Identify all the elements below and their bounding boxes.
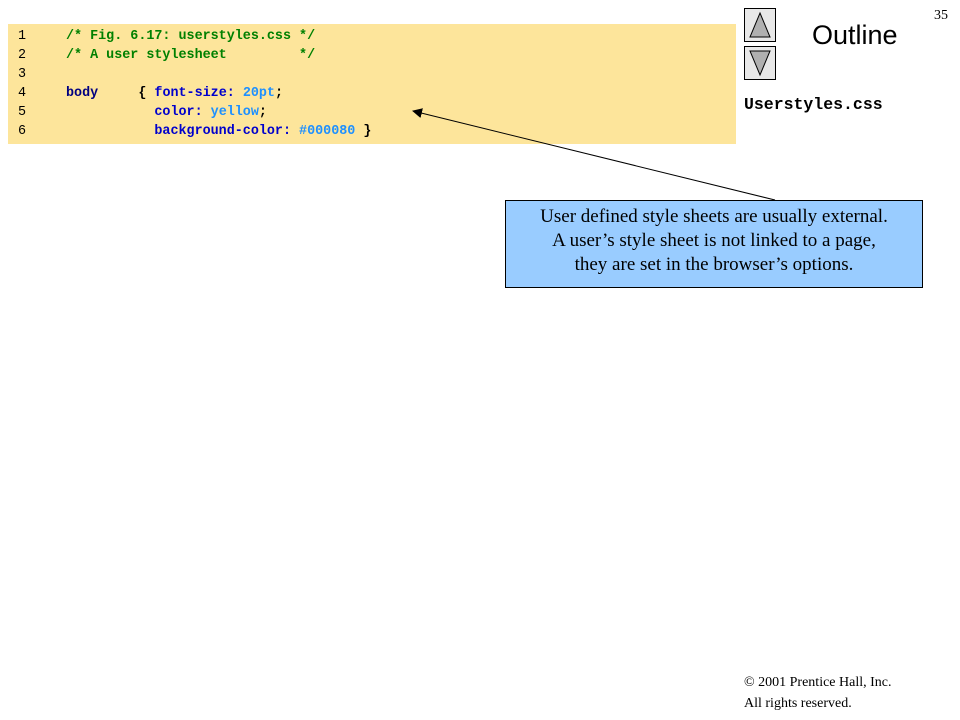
code-token: /* Fig. 6.17: userstyles.css */ — [66, 29, 316, 44]
line-number: 6 — [18, 124, 27, 139]
line-number: 5 — [18, 105, 27, 120]
slide-number: 35 — [934, 8, 948, 23]
code-token: #000080 — [299, 124, 356, 139]
code-token: ; — [258, 105, 267, 120]
code-token: body — [66, 86, 139, 101]
rights-text: All rights reserved. — [744, 696, 852, 711]
previous-slide-button[interactable] — [744, 8, 776, 42]
code-token: background-color: — [66, 124, 300, 139]
callout-line: A user’s style sheet is not linked to a … — [552, 230, 876, 251]
code-listing: 1 /* Fig. 6.17: userstyles.css */ 2 /* A us… — [8, 24, 736, 144]
code-text: color: yellow; — [66, 103, 267, 122]
line-number: 1 — [18, 29, 27, 44]
code-token: /* A user stylesheet */ — [66, 48, 316, 63]
next-slide-button[interactable] — [744, 46, 776, 80]
code-token: color: — [66, 105, 211, 120]
line-number: 4 — [18, 86, 27, 101]
line-number: 2 — [18, 48, 27, 63]
code-token: 20pt — [242, 86, 275, 101]
code-text: /* A user stylesheet */ — [66, 46, 315, 65]
file-name-label: Userstyles.css — [744, 95, 883, 114]
triangle-down-icon — [749, 50, 771, 77]
code-text: background-color: #000080 } — [66, 122, 371, 141]
triangle-up-icon — [749, 11, 771, 38]
footer: © 2001 Prentice Hall, Inc. All rights re… — [744, 672, 892, 714]
code-token: yellow — [210, 105, 259, 120]
callout-line: they are set in the browser’s options. — [574, 254, 854, 275]
callout-line: User defined style sheets are usually ex… — [540, 206, 888, 227]
code-text: body { font-size: 20pt; — [66, 84, 283, 103]
code-token: } — [355, 124, 372, 139]
copyright-text: © 2001 Prentice Hall, Inc. — [744, 675, 892, 690]
code-text: /* Fig. 6.17: userstyles.css */ — [66, 27, 315, 46]
callout-box: User defined style sheets are usually ex… — [505, 200, 923, 288]
line-number: 3 — [18, 67, 27, 82]
code-token: { — [138, 86, 155, 101]
code-token: font-size: — [154, 86, 243, 101]
outline-title: Outline — [812, 20, 898, 50]
code-token: ; — [274, 86, 284, 101]
